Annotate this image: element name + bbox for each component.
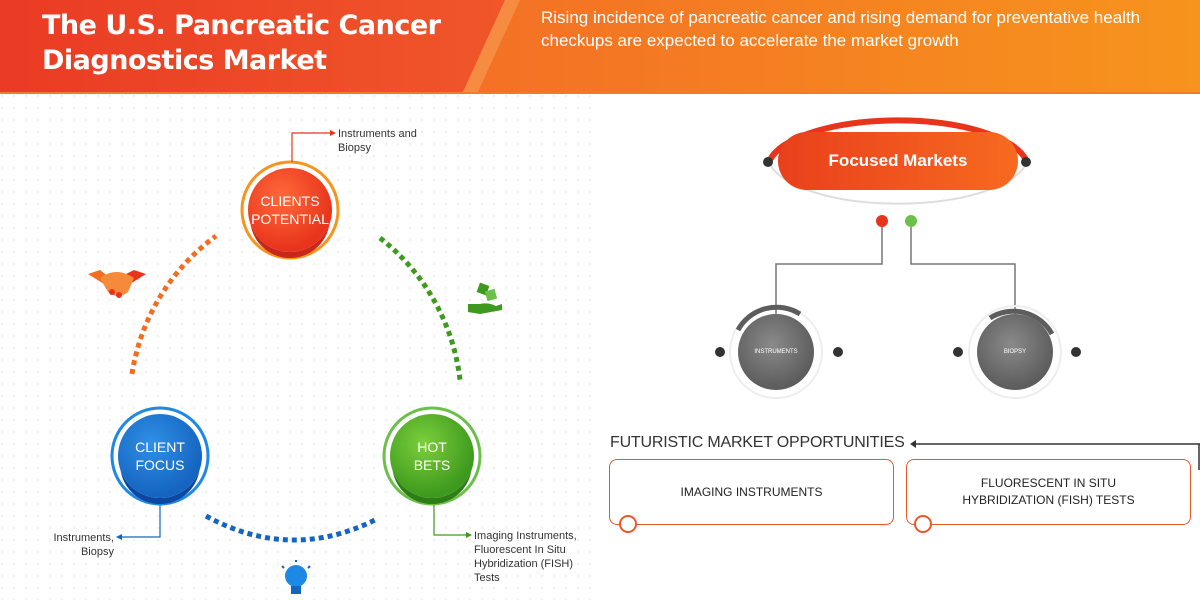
header-tagline: Rising incidence of pancreatic cancer an… <box>541 8 1141 50</box>
connector-client-focus <box>122 505 161 538</box>
focused-markets-title: Focused Markets <box>778 132 1018 190</box>
ring-clients-potential <box>240 160 340 260</box>
opportunity-box-fish: FLUORESCENT IN SITU HYBRIDIZATION (FISH)… <box>906 459 1191 525</box>
annotation-line: Instruments, <box>53 532 114 544</box>
clients-potential-label-1: CLIENTS <box>260 193 320 209</box>
ring-hot-bets <box>382 406 482 506</box>
arc-green <box>378 236 463 381</box>
focused-market-biopsy: BIOPSY <box>977 314 1053 390</box>
opportunity-box-imaging: IMAGING INSTRUMENTS <box>609 459 894 525</box>
connector-hot-bets <box>433 505 466 536</box>
opportunities-title: FUTURISTIC MARKET OPPORTUNITIES <box>610 434 905 451</box>
annotation-line: Fluorescent In Situ <box>474 544 566 556</box>
branch-dot-red <box>876 215 888 227</box>
annotation-line: Hybridization (FISH) <box>474 558 574 570</box>
clients-potential-node: CLIENTS POTENTIAL <box>248 168 332 252</box>
clients-potential-annotation: Instruments and Biopsy <box>338 127 417 155</box>
annotation-line: Biopsy <box>80 546 114 558</box>
hot-bets-node: HOT BETS <box>390 414 474 498</box>
client-focus-node: CLIENT FOCUS <box>118 414 202 498</box>
focused-markets-dot-left <box>763 157 773 167</box>
focused-markets-dot-right <box>1021 157 1031 167</box>
clients-potential-label-2: POTENTIAL <box>251 211 329 227</box>
header-banner: The U.S. Pancreatic Cancer Diagnostics M… <box>0 0 1200 94</box>
hot-bets-label-2: BETS <box>413 457 451 473</box>
opportunity-marker <box>914 515 932 533</box>
lightbulb-icon <box>281 560 311 594</box>
connector-clients-potential <box>291 132 330 162</box>
opportunity-marker <box>619 515 637 533</box>
opportunity-label: HYBRIDIZATION (FISH) TESTS <box>962 493 1135 507</box>
annotation-line: Tests <box>474 572 500 584</box>
annotation-line: Instruments and <box>338 128 417 140</box>
hot-bets-label-1: HOT <box>417 439 447 455</box>
money-hand-icon <box>468 282 502 314</box>
branch-line-left <box>775 227 883 314</box>
client-focus-label-1: CLIENT <box>135 439 185 455</box>
client-focus-label-2: FOCUS <box>135 457 185 473</box>
client-focus-annotation: Instruments, Biopsy <box>18 531 114 559</box>
annotation-line: Imaging Instruments, <box>474 530 577 542</box>
page-title: The U.S. Pancreatic Cancer Diagnostics M… <box>42 10 441 76</box>
annotation-line: Biopsy <box>338 142 372 154</box>
arc-blue <box>204 513 377 543</box>
branch-dot-green <box>905 215 917 227</box>
hot-bets-annotation: Imaging Instruments, Fluorescent In Situ… <box>474 529 577 585</box>
opportunity-label: FLUORESCENT IN SITU <box>980 476 1117 490</box>
handshake-icon <box>88 270 146 298</box>
focused-market-instruments: INSTRUMENTS <box>738 314 814 390</box>
branch-line-right <box>910 227 1016 314</box>
opportunity-label: IMAGING INSTRUMENTS <box>680 484 823 499</box>
ring-client-focus <box>110 406 210 506</box>
arc-orange <box>129 233 218 375</box>
header-background <box>0 0 1200 94</box>
